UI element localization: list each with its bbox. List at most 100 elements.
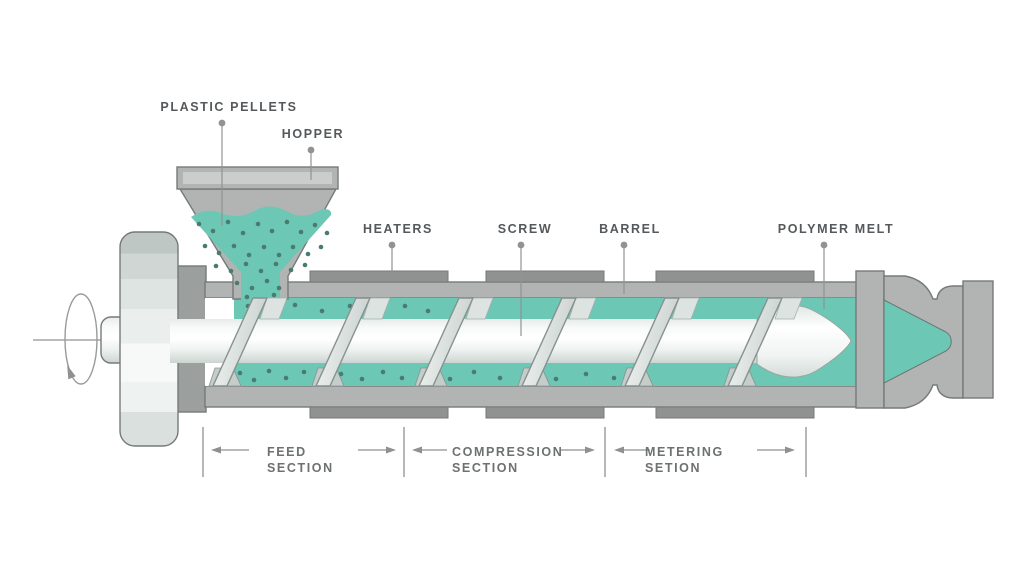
screw-flight	[727, 297, 783, 387]
pellet-dot	[246, 252, 252, 258]
pellet-dot	[276, 252, 282, 258]
barrel-top-wall	[204, 281, 859, 299]
callout-heaters: HEATERS	[363, 222, 433, 276]
section-metering-line2: SETION	[645, 461, 701, 475]
arrow-right-icon	[585, 446, 595, 454]
pellet-dot	[269, 228, 275, 234]
rotation-arrow-icon	[33, 293, 104, 385]
pellet-dot	[251, 377, 257, 383]
pellet-dot	[471, 369, 477, 375]
heater-block	[309, 406, 449, 419]
pellet-dot	[380, 369, 386, 375]
rotation-ellipse	[64, 293, 98, 385]
pellet-dot	[324, 230, 330, 236]
pellet-dot	[425, 308, 431, 314]
arrow-left-icon	[412, 446, 422, 454]
screw-flight	[315, 297, 371, 387]
callout-dot	[820, 241, 828, 249]
arrow-left-icon	[211, 446, 221, 454]
pellet-dot	[284, 219, 290, 225]
die-flange	[855, 270, 885, 409]
pellet-dot	[305, 251, 311, 257]
arrow-right-icon	[386, 446, 396, 454]
heater-block	[485, 406, 605, 419]
heater-block	[655, 270, 815, 283]
pellet-dot	[261, 244, 267, 250]
callout-dot	[218, 119, 226, 127]
barrel-walls	[204, 281, 859, 408]
pellet-dot	[283, 375, 289, 381]
pellet-dot	[216, 250, 222, 256]
callout-barrel: BARREL	[599, 222, 661, 294]
callout-dot	[517, 241, 525, 249]
pellet-dot	[243, 261, 249, 267]
screw-flight	[624, 297, 680, 387]
screw-flight	[521, 297, 577, 387]
pellet-dot	[228, 268, 234, 274]
pellet-dot	[213, 263, 219, 269]
pellet-dot	[288, 267, 294, 273]
callout-polymer-melt: POLYMER MELT	[778, 222, 894, 309]
pellet-dot	[234, 280, 240, 286]
heater-block	[309, 270, 449, 283]
screw-flight	[671, 297, 700, 320]
pellet-dot	[225, 219, 231, 225]
hopper	[176, 166, 339, 318]
pellet-dot	[202, 243, 208, 249]
pellet-dot	[402, 303, 408, 309]
pellet-dot	[298, 229, 304, 235]
die-end-plate	[962, 280, 994, 399]
pellet-dot	[338, 371, 344, 377]
hopper-rim-face	[183, 172, 332, 184]
heater-block	[655, 406, 815, 419]
pellet-dot	[231, 243, 237, 249]
pellet-dot	[497, 375, 503, 381]
screw-flight	[259, 297, 288, 320]
callouts: PLASTIC PELLETS HOPPER HEATERS SCREW BAR…	[160, 100, 894, 336]
pellet-dot	[196, 221, 202, 227]
screw-flight	[465, 297, 494, 320]
pellet-dot	[292, 302, 298, 308]
section-compression-line2: SECTION	[452, 461, 519, 475]
screw-flight	[418, 297, 474, 387]
label-heaters: HEATERS	[363, 222, 433, 236]
screw-flight	[212, 297, 268, 387]
pellet-dot	[264, 278, 270, 284]
label-polymer-melt: POLYMER MELT	[778, 222, 894, 236]
screw-flights	[208, 297, 803, 387]
arrow-left-icon	[614, 446, 624, 454]
section-compression-line1: COMPRESSION	[452, 445, 563, 459]
section-indicators: FEED SECTION COMPRESSION SECTION METERIN…	[202, 427, 807, 477]
barrel-bottom-wall	[204, 385, 859, 408]
pellet-dot	[302, 262, 308, 268]
heater-block	[485, 270, 605, 283]
callout-dot	[620, 241, 628, 249]
screw-flight	[362, 297, 391, 320]
screw-flight	[774, 297, 803, 320]
hopper-pellets-fill	[191, 206, 331, 318]
callout-hopper: HOPPER	[282, 127, 343, 180]
drive-cylinder	[119, 231, 179, 447]
pellet-dot	[276, 285, 282, 291]
pellet-dot	[319, 308, 325, 314]
pellet-dot	[399, 375, 405, 381]
pellet-dot	[266, 368, 272, 374]
label-plastic-pellets: PLASTIC PELLETS	[160, 100, 297, 114]
pellet-dot	[583, 371, 589, 377]
pellet-dot	[447, 376, 453, 382]
label-barrel: BARREL	[599, 222, 661, 236]
pellet-dot	[318, 244, 324, 250]
heater-blocks	[309, 270, 815, 419]
label-screw: SCREW	[498, 222, 553, 236]
pellet-dot	[244, 294, 250, 300]
pellet-dot	[271, 292, 277, 298]
pellet-dot	[237, 370, 243, 376]
pellet-dot	[301, 369, 307, 375]
pellet-dot	[359, 376, 365, 382]
pellet-dot	[611, 375, 617, 381]
pellet-dot	[553, 376, 559, 382]
drive-assembly	[100, 231, 207, 447]
callout-dot	[388, 241, 396, 249]
